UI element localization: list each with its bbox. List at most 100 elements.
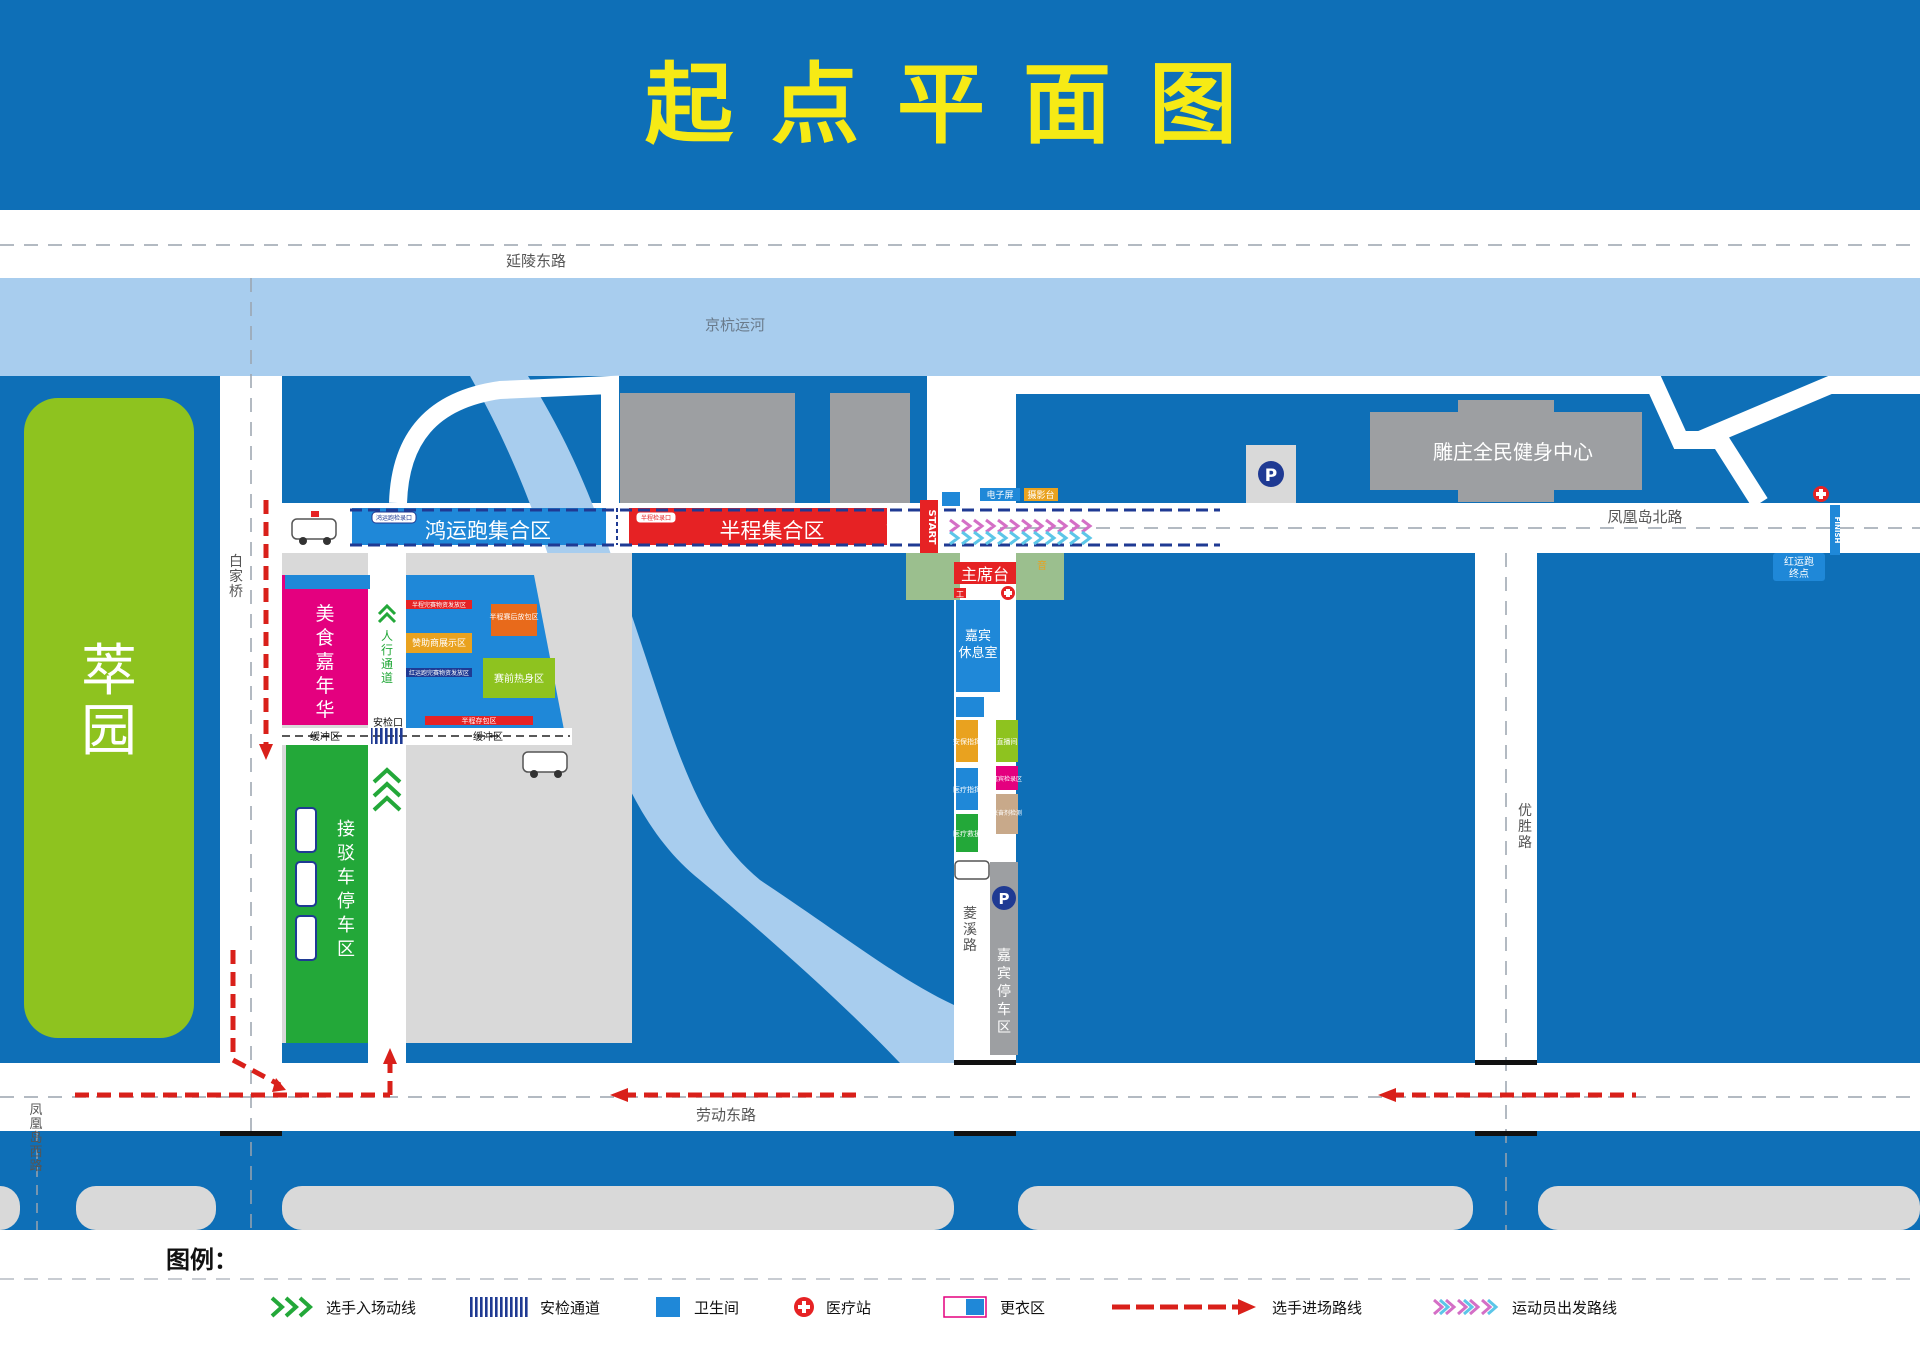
curved-path xyxy=(389,375,619,504)
vip-check xyxy=(996,766,1018,790)
finish-label: FINISH xyxy=(1833,517,1841,544)
broadcast-room xyxy=(996,720,1018,762)
cuiyuan-label: 萃园 xyxy=(81,639,137,764)
medical-cmd-label: 医疗指挥 xyxy=(953,785,981,794)
east-path xyxy=(1696,376,1920,449)
pedestrian-label: 人行通道 xyxy=(381,629,393,685)
legend-item-security: 安检通道 xyxy=(470,1297,600,1317)
start-label: START xyxy=(926,509,937,544)
doping-check xyxy=(996,794,1018,834)
ambulance-west xyxy=(291,511,337,545)
svg-text:P: P xyxy=(1265,466,1277,486)
land-east-b xyxy=(1537,553,1920,1063)
half-store-label: 半程存包区 xyxy=(462,716,497,725)
security-gate xyxy=(371,728,405,744)
cuiyuan-park xyxy=(24,398,194,1038)
restroom-start xyxy=(942,492,960,506)
security-gate-label: 安检口 xyxy=(373,716,403,729)
finish-gate xyxy=(1830,505,1840,555)
entry-chevrons-small xyxy=(377,603,397,624)
buffer-label-left: 缓冲区 xyxy=(310,730,340,743)
ambulance-lingxi xyxy=(954,860,990,880)
entry-chevrons-large xyxy=(372,767,402,812)
lingxi-road-label: 菱溪路 xyxy=(963,906,977,954)
shuttle-parking-label: 接驳车停车区 xyxy=(337,819,355,960)
security-cmd xyxy=(956,720,978,762)
restroom-lingxi xyxy=(956,697,984,717)
start-gate xyxy=(920,500,938,555)
toilet-icon xyxy=(656,1297,680,1317)
land-east-a xyxy=(1016,553,1475,1063)
grand-canal xyxy=(0,278,1920,376)
page-title: 起点平面图 xyxy=(645,53,1275,156)
half-gate-label: 半程检录口 xyxy=(641,514,671,522)
legend-heading: 图例： xyxy=(166,1246,238,1274)
athlete-entry-route xyxy=(75,500,1636,1102)
medical-rescue xyxy=(956,814,978,852)
vip-lounge xyxy=(956,600,1000,692)
parking-north-icon xyxy=(1258,461,1284,487)
legend-item-route: 选手进场路线 xyxy=(1112,1299,1362,1317)
screen-box xyxy=(980,488,1020,501)
parking-vip-icon xyxy=(992,886,1016,910)
work-label: 工 xyxy=(956,590,964,599)
legend-label-0: 选手入场动线 xyxy=(326,1299,416,1317)
strip-0 xyxy=(0,1186,20,1230)
half-gear-label: 半程完赛物资发放区 xyxy=(412,601,466,609)
athlete-start-chevrons xyxy=(949,518,1093,546)
legend-item-entry: 选手入场动线 xyxy=(270,1296,416,1318)
food-fair-label: 美食嘉年华 xyxy=(315,603,334,721)
half-storage-label: 半程赛后放包区 xyxy=(490,612,539,621)
warmup-label: 赛前热身区 xyxy=(494,672,544,685)
medical-rescue-label: 医疗救援 xyxy=(953,829,981,838)
ambulance-festival xyxy=(522,751,568,778)
canal-label: 京杭运河 xyxy=(705,316,765,334)
legend-label-4: 更衣区 xyxy=(1000,1299,1045,1317)
legend-label-3: 医疗站 xyxy=(826,1299,871,1317)
strip-1 xyxy=(76,1186,216,1230)
building-1 xyxy=(620,393,795,503)
vip-lounge-label: 嘉宾休息室 xyxy=(958,628,997,661)
fitness-center-path xyxy=(941,376,1768,508)
laodong-road-label: 劳动东路 xyxy=(696,1106,756,1124)
main-stage xyxy=(954,562,1016,584)
security-cmd-label: 安保指挥 xyxy=(953,737,981,746)
buffer-label-right: 缓冲区 xyxy=(473,730,503,743)
strip-2 xyxy=(282,1186,954,1230)
vip-check-label: 嘉宾检录区 xyxy=(992,775,1022,783)
yousheng-road-label: 优胜路 xyxy=(1518,803,1532,851)
food-fair xyxy=(282,575,368,725)
building-2 xyxy=(830,393,910,503)
camera-label: 摄影台 xyxy=(1027,489,1054,501)
legend-item-start-route: 运动员出发路线 xyxy=(1433,1298,1617,1317)
medical-cross-finish xyxy=(1813,486,1829,502)
legend-label-1: 安检通道 xyxy=(540,1299,600,1317)
pink-chevrons-icon xyxy=(1433,1298,1493,1316)
half-label: 半程集合区 xyxy=(720,519,825,543)
fenghuang-north-label: 凤凰岛北路 xyxy=(1607,508,1682,526)
strip-3 xyxy=(1018,1186,1473,1230)
half-storage xyxy=(491,604,537,636)
header-band xyxy=(0,0,1920,210)
sound-label: 音 xyxy=(1037,559,1047,572)
hongyun-gate-label: 鸿运跑检录口 xyxy=(376,514,412,522)
doping-label: 兴奋剂检测 xyxy=(992,809,1022,817)
red-finish-label: 红运跑终点 xyxy=(1784,555,1814,580)
legend-label-2: 卫生间 xyxy=(694,1299,739,1317)
fitness-center-label: 雕庄全民健身中心 xyxy=(1433,440,1593,464)
baijia-road-label: 白家桥 xyxy=(229,554,243,600)
main-stage-label: 主席台 xyxy=(961,565,1009,584)
sponsor-area xyxy=(406,633,472,653)
fitness-center-wing xyxy=(1458,400,1554,502)
shuttle-buses xyxy=(295,807,317,961)
security-lane-icon xyxy=(470,1297,528,1317)
legend-item-medical: 医疗站 xyxy=(794,1297,871,1317)
fenghuang-west-label: 凤凰岛西路 xyxy=(29,1103,42,1174)
screen-label: 电子屏 xyxy=(986,489,1013,501)
medical-cmd xyxy=(956,768,978,810)
legend-label-5: 选手进场路线 xyxy=(1272,1299,1362,1317)
broadcast-label: 直播间 xyxy=(997,737,1018,746)
river-branch xyxy=(470,376,954,1063)
